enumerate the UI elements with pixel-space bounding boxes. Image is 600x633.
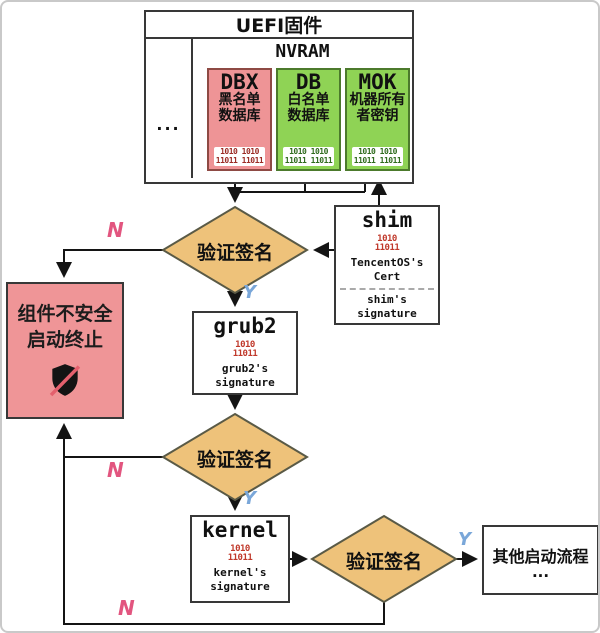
store-name: DB — [295, 70, 322, 94]
store-name: MOK — [358, 70, 397, 94]
binary-code-icon: 1010 11011 — [232, 340, 258, 360]
edge-label-yes-1: Y — [243, 282, 257, 303]
other-boot-process-box: 其他启动流程 ... — [482, 525, 598, 595]
edge-label-no-3: N — [118, 596, 135, 620]
other-boot-ellipsis: ... — [531, 562, 550, 581]
binary-data-icon: 1010 1010 11011 11011 — [213, 147, 266, 166]
nvram-store-mok: MOK 机器所有 者密钥 1010 1010 11011 11011 — [345, 68, 410, 171]
other-boot-line1: 其他启动流程 — [492, 546, 589, 566]
store-desc-line1: 黑名单 — [218, 92, 261, 109]
binary-data-icon: 1010 1010 11011 11011 — [282, 147, 335, 166]
shim-title: shim — [361, 208, 413, 232]
grub2-node: grub2 1010 11011 grub2's signature — [192, 311, 298, 395]
store-name: DBX — [220, 70, 259, 94]
grub2-signature-label: grub2's signature — [215, 362, 275, 390]
nvram-section: NVRAM DBX 黑名单 数据库 1010 1010 11011 11011 … — [193, 39, 412, 178]
edge-label-yes-2: Y — [243, 488, 257, 509]
uefi-firmware-title: UEFI固件 — [146, 12, 412, 39]
nvram-title: NVRAM — [275, 41, 330, 62]
edge-label-no-2: N — [107, 458, 124, 482]
shim-cert-label: TencentOS's Cert — [350, 256, 424, 284]
kernel-signature-label: kernel's signature — [210, 566, 270, 594]
store-desc-line2: 数据库 — [287, 107, 330, 124]
nvram-store-db: DB 白名单 数据库 1010 1010 11011 11011 — [276, 68, 341, 171]
shim-signature-label: shim's signature — [357, 292, 417, 320]
edge-decision3-no — [56, 423, 385, 625]
edge-label-yes-3: Y — [458, 529, 472, 550]
binary-data-icon: 1010 1010 11011 11011 — [351, 147, 404, 166]
dashed-divider — [340, 287, 434, 290]
decision3-diamond — [310, 514, 458, 604]
store-desc-line1: 白名单 — [287, 92, 330, 109]
store-desc-line2: 数据库 — [218, 107, 261, 124]
decision2-verify-signature-label: 验证签名 — [196, 449, 273, 471]
fail-line1: 组件不安全 — [17, 302, 113, 325]
nvram-store-dbx: DBX 黑名单 数据库 1010 1010 11011 11011 — [207, 68, 272, 171]
decision3-verify-signature-label: 验证签名 — [345, 551, 422, 573]
store-desc-line2: 者密钥 — [356, 107, 399, 124]
binary-code-icon: 1010 11011 — [374, 234, 400, 254]
uefi-firmware-box: UEFI固件 ... NVRAM DBX 黑名单 数据库 1010 1010 1… — [144, 10, 414, 184]
kernel-title: kernel — [202, 518, 278, 542]
shim-node: shim 1010 11011 TencentOS's Cert shim's … — [334, 205, 440, 325]
decision2-diamond — [161, 412, 309, 502]
kernel-node: kernel 1010 11011 kernel's signature — [190, 515, 290, 603]
boot-terminated-box: 组件不安全 启动终止 — [6, 282, 124, 419]
uefi-firmware-body: ... NVRAM DBX 黑名单 数据库 1010 1010 11011 11… — [146, 39, 412, 178]
edge-decision1-no — [56, 249, 163, 278]
decision1-diamond — [161, 205, 309, 295]
edge-label-no-1: N — [107, 218, 124, 242]
grub2-title: grub2 — [213, 314, 277, 338]
fail-line2: 启动终止 — [26, 328, 103, 351]
ellipsis-label: ... — [156, 115, 181, 134]
shield-off-icon — [49, 364, 81, 397]
decision1-verify-signature-label: 验证签名 — [196, 242, 273, 264]
uefi-other-slots: ... — [146, 39, 193, 178]
binary-code-icon: 1010 11011 — [227, 544, 253, 564]
store-desc-line1: 机器所有 — [349, 92, 406, 109]
